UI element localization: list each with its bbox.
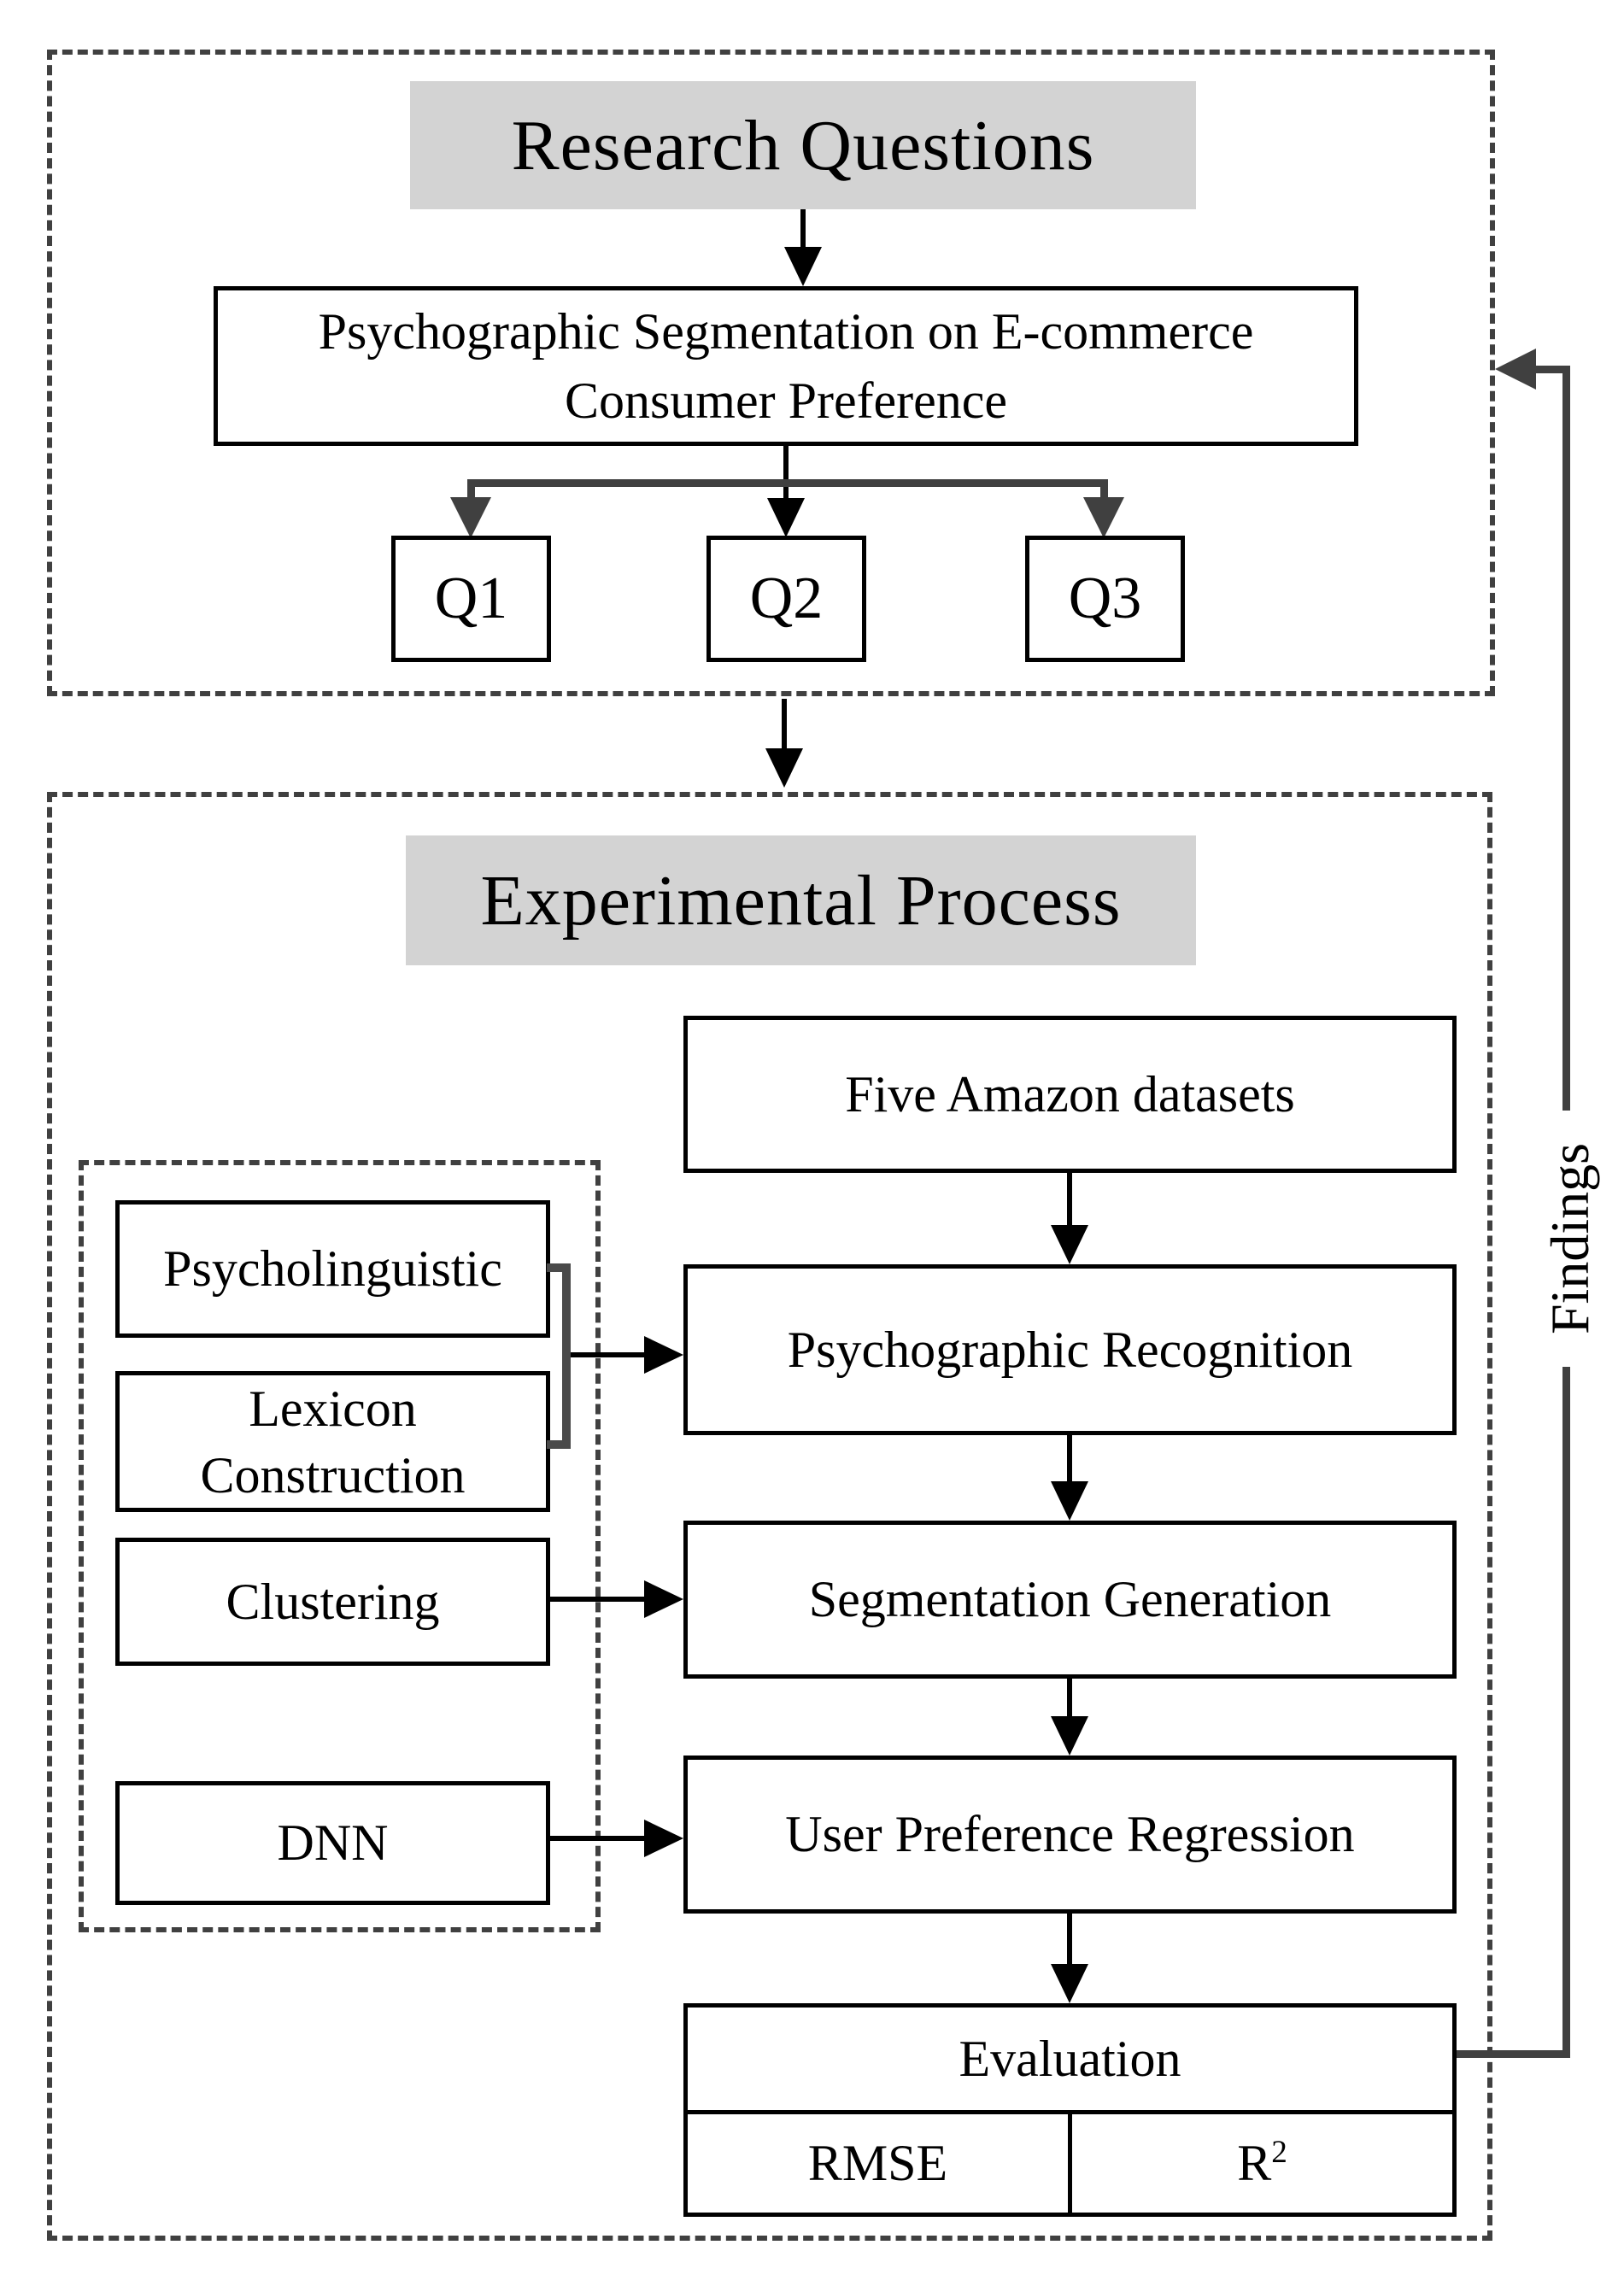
arrow-clustering-to-segmentation-head — [644, 1580, 683, 1618]
clustering-label: Clustering — [226, 1573, 440, 1630]
arrow-dnn-to-regression-head — [644, 1820, 683, 1857]
arrow-branch-to-q3-line — [1100, 479, 1108, 503]
dnn-label: DNN — [277, 1814, 389, 1871]
five-amazon-datasets-label: Five Amazon datasets — [845, 1065, 1295, 1122]
user-preference-regression-box: User Preference Regression — [683, 1756, 1457, 1914]
research-questions-title: Research Questions — [511, 105, 1095, 185]
rmse-cell: RMSE — [688, 2114, 1072, 2213]
dnn-box: DNN — [115, 1781, 550, 1905]
evaluation-title: Evaluation — [959, 2030, 1181, 2087]
methods-group — [79, 1160, 601, 1932]
arrow-regression-to-evaluation-head — [1051, 1964, 1088, 2003]
bracket-vertical-bar — [562, 1263, 571, 1449]
q1-box: Q1 — [391, 536, 551, 662]
evaluation-box: Evaluation RMSE R2 — [683, 2003, 1457, 2217]
q2-label: Q2 — [749, 565, 824, 631]
segmentation-generation-label: Segmentation Generation — [808, 1571, 1332, 1627]
arrow-lexicon-to-recognition-head — [644, 1336, 683, 1374]
psychographic-recognition-box: Psychographic Recognition — [683, 1264, 1457, 1435]
psychographic-segmentation-line1: Psychographic Segmentation on E-commerce — [318, 302, 1254, 360]
findings-label: Findings — [1536, 1111, 1604, 1367]
arrow-datasets-to-recognition-line — [1067, 1173, 1072, 1227]
branch-line — [471, 479, 1105, 487]
r-squared-label: R2 — [1237, 2135, 1287, 2191]
psychographic-segmentation-box: Psychographic Segmentation on E-commerce… — [214, 286, 1358, 446]
q1-label: Q1 — [434, 565, 508, 631]
q3-label: Q3 — [1068, 565, 1142, 631]
arrow-header-to-main-line — [800, 209, 806, 252]
rmse-label: RMSE — [807, 2135, 948, 2191]
arrow-branch-to-q1-line — [467, 479, 475, 503]
feedback-top-segment — [1533, 366, 1570, 373]
lexicon-line2: Construction — [200, 1446, 466, 1503]
research-questions-section — [47, 50, 1495, 696]
arrow-segmentation-to-regression-head — [1051, 1716, 1088, 1756]
arrow-regression-to-evaluation-line — [1067, 1914, 1072, 1966]
arrow-header-to-main-head — [784, 247, 822, 286]
psycholinguistic-box: Psycholinguistic — [115, 1200, 550, 1338]
evaluation-metrics-row: RMSE R2 — [688, 2114, 1452, 2213]
experimental-process-header: Experimental Process — [406, 835, 1196, 965]
arrow-sections-head — [765, 748, 803, 788]
arrow-main-to-q2-line — [783, 446, 789, 500]
psychographic-segmentation-line2: Consumer Preference — [564, 372, 1008, 429]
arrow-clustering-to-segmentation-line — [550, 1597, 648, 1602]
lexicon-line1: Lexicon — [249, 1380, 417, 1437]
arrow-branch-to-q1-head — [450, 497, 491, 538]
bracket-top-stub — [547, 1263, 571, 1272]
lexicon-construction-box: Lexicon Construction — [115, 1371, 550, 1512]
arrow-recognition-to-segmentation-head — [1051, 1481, 1088, 1521]
research-questions-header: Research Questions — [410, 81, 1196, 209]
bracket-bottom-stub — [547, 1440, 571, 1449]
q3-box: Q3 — [1025, 536, 1185, 662]
user-preference-regression-label: User Preference Regression — [785, 1806, 1355, 1862]
arrow-segmentation-to-regression-line — [1067, 1679, 1072, 1718]
evaluation-title-cell: Evaluation — [688, 2008, 1452, 2114]
r-squared-cell: R2 — [1072, 2114, 1452, 2213]
psycholinguistic-label: Psycholinguistic — [163, 1240, 502, 1297]
clustering-box: Clustering — [115, 1538, 550, 1666]
experimental-process-section — [47, 792, 1492, 2241]
arrow-branch-to-q3-head — [1083, 497, 1124, 538]
arrow-recognition-to-segmentation-line — [1067, 1435, 1072, 1483]
experimental-process-title: Experimental Process — [480, 860, 1122, 941]
psychographic-recognition-label: Psychographic Recognition — [787, 1321, 1353, 1378]
segmentation-generation-box: Segmentation Generation — [683, 1521, 1457, 1679]
q2-box: Q2 — [706, 536, 866, 662]
arrow-lexicon-to-recognition-line — [571, 1352, 648, 1357]
arrow-dnn-to-regression-line — [550, 1836, 648, 1841]
five-amazon-datasets-box: Five Amazon datasets — [683, 1016, 1457, 1173]
arrow-main-to-q2-head — [767, 498, 805, 537]
arrow-datasets-to-recognition-head — [1051, 1225, 1088, 1264]
feedback-arrow-head — [1495, 349, 1536, 390]
arrow-sections-line — [782, 699, 787, 752]
feedback-bottom-segment — [1457, 2050, 1570, 2058]
